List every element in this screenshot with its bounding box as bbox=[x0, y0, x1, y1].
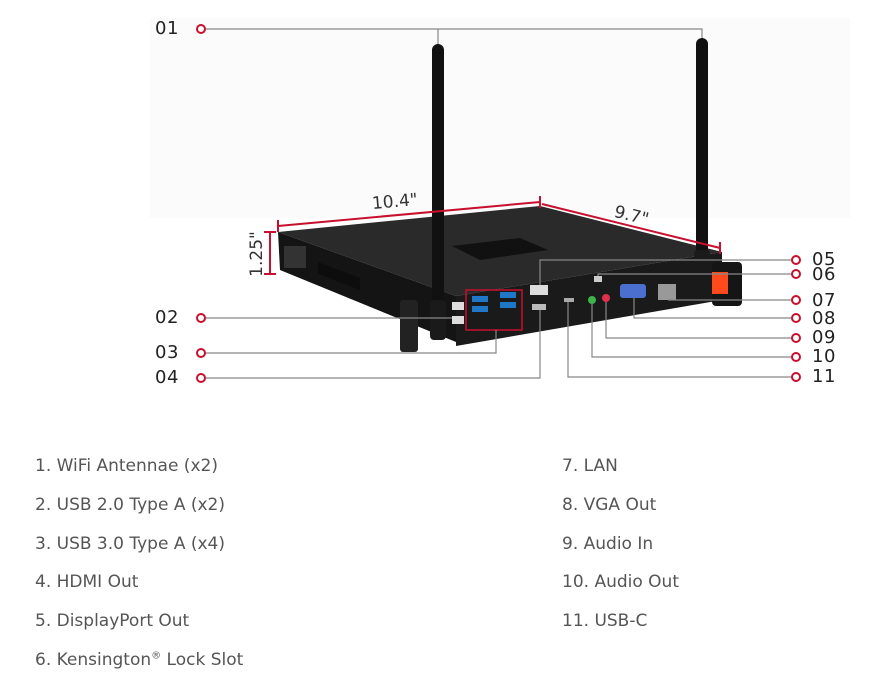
usb3-group bbox=[465, 289, 523, 331]
callout-02: 02 bbox=[155, 307, 179, 328]
legend-item-3: 3. USB 3.0 Type A (x4) bbox=[35, 534, 225, 554]
legend-item-11: 11. USB-C bbox=[562, 611, 648, 631]
bracket-left bbox=[400, 300, 418, 352]
usb2-port-1 bbox=[452, 302, 464, 310]
callout-04: 04 bbox=[155, 367, 179, 388]
dimension-lines bbox=[264, 196, 721, 275]
hdmi-port bbox=[532, 304, 546, 310]
wifi-antenna-right bbox=[694, 38, 710, 290]
callout-circle-04 bbox=[196, 373, 206, 383]
callout-01: 01 bbox=[155, 18, 179, 39]
orange-accent bbox=[712, 272, 728, 294]
legend-item-2: 2. USB 2.0 Type A (x2) bbox=[35, 495, 225, 515]
callout-circle-09 bbox=[791, 333, 801, 343]
legend-item-6-prefix: 6. Kensington bbox=[35, 650, 152, 670]
legend-item-6-suffix: Lock Slot bbox=[161, 650, 244, 670]
device-diagram bbox=[150, 18, 850, 383]
callout-06: 06 bbox=[812, 264, 836, 285]
kensington-slot bbox=[594, 276, 602, 282]
callout-circle-07 bbox=[791, 295, 801, 305]
legend-item-8: 8. VGA Out bbox=[562, 495, 657, 515]
callout-08: 08 bbox=[812, 308, 836, 329]
usb2-port-2 bbox=[452, 316, 464, 324]
callout-circle-10 bbox=[791, 352, 801, 362]
legend-item-7: 7. LAN bbox=[562, 456, 618, 476]
usbc-port bbox=[564, 298, 574, 302]
legend-item-1: 1. WiFi Antennae (x2) bbox=[35, 456, 218, 476]
vga-port bbox=[620, 284, 646, 298]
side-vent bbox=[284, 246, 306, 268]
wifi-antenna-left bbox=[430, 44, 446, 340]
callout-circle-08 bbox=[791, 313, 801, 323]
usb3-port-2 bbox=[472, 306, 488, 312]
callout-circle-05 bbox=[791, 255, 801, 265]
audio-out-jack bbox=[602, 294, 610, 302]
legend-item-10: 10. Audio Out bbox=[562, 572, 679, 592]
lan-port bbox=[658, 284, 676, 300]
dimension-height-label: 1.25" bbox=[246, 231, 267, 277]
legend-item-5: 5. DisplayPort Out bbox=[35, 611, 190, 631]
legend-item-4: 4. HDMI Out bbox=[35, 572, 139, 592]
side-slot bbox=[318, 262, 360, 290]
callout-circle-02 bbox=[196, 313, 206, 323]
callout-circles bbox=[196, 24, 801, 383]
legend-item-6: 6. Kensington® Lock Slot bbox=[35, 650, 243, 670]
usb3-port-4 bbox=[500, 302, 516, 308]
callout-09: 09 bbox=[812, 327, 836, 348]
callout-07: 07 bbox=[812, 290, 836, 311]
vent-grille bbox=[452, 238, 548, 260]
callout-05: 05 bbox=[812, 249, 836, 270]
usb3-port-1 bbox=[472, 296, 488, 302]
displayport-port bbox=[530, 285, 548, 295]
leader-lines bbox=[205, 28, 792, 379]
callout-10: 10 bbox=[812, 346, 836, 367]
callout-03: 03 bbox=[155, 342, 179, 363]
callout-circle-06 bbox=[791, 269, 801, 279]
dimension-width-label: 10.4" bbox=[371, 190, 419, 214]
callout-circle-01 bbox=[196, 24, 206, 34]
legend-item-9: 9. Audio In bbox=[562, 534, 654, 554]
audio-in-jack bbox=[588, 296, 596, 304]
background-panel bbox=[150, 18, 850, 218]
callout-circle-11 bbox=[791, 372, 801, 382]
usb3-port-3 bbox=[500, 292, 516, 298]
callout-circle-03 bbox=[196, 348, 206, 358]
callout-11: 11 bbox=[812, 366, 836, 387]
registered-mark: ® bbox=[151, 650, 162, 662]
